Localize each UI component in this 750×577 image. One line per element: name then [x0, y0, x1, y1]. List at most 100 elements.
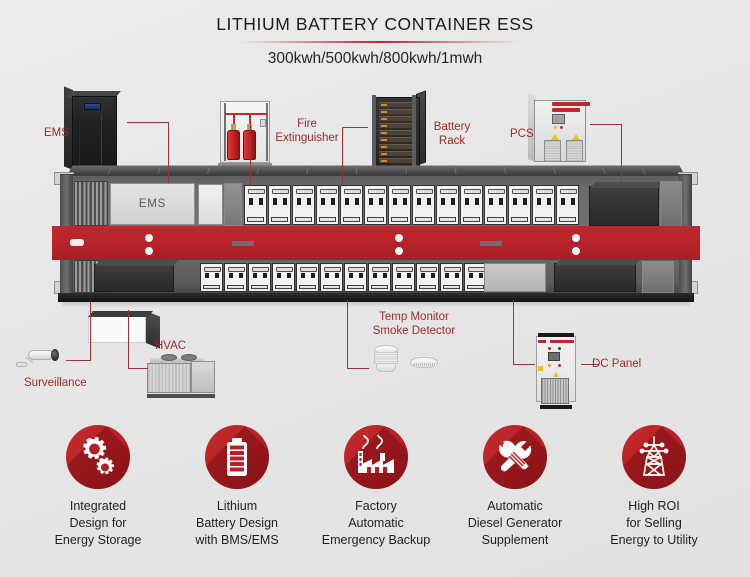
- leader-line-rack-v: [342, 127, 344, 207]
- leader-line-temp-v: [347, 300, 349, 368]
- battery-module: [224, 263, 247, 292]
- container-red-band: [52, 226, 700, 260]
- band-dot: [145, 247, 153, 255]
- battery-module: [268, 185, 291, 225]
- battery-module: [436, 185, 459, 225]
- battery-module: [244, 185, 267, 225]
- leader-line-temp-h: [347, 368, 369, 370]
- title-divider: [240, 41, 520, 43]
- feature-label: Integrated Design for Energy Storage: [54, 499, 142, 547]
- leader-line-dc-h2: [581, 364, 599, 366]
- leader-line-ems: [127, 122, 169, 124]
- battery-module: [296, 263, 319, 292]
- leader-line-hvac-h: [128, 368, 148, 370]
- band-tab: [232, 241, 254, 246]
- leader-line-rack-h: [342, 127, 368, 129]
- battery-icon: [205, 425, 269, 489]
- ems-cabinet-illustration: [64, 86, 126, 176]
- leader-line-surveillance-v: [90, 302, 92, 360]
- battery-container-illustration: EMS: [52, 163, 700, 311]
- hvac-unit-illustration: [143, 352, 223, 398]
- battery-module: [316, 185, 339, 225]
- page-title: LITHIUM BATTERY CONTAINER ESS: [216, 14, 534, 34]
- battery-module: [388, 185, 411, 225]
- band-dot: [572, 234, 580, 242]
- feature-factory-backup[interactable]: Factory Automatic Emergency Backup: [306, 425, 446, 549]
- battery-module: [460, 185, 483, 225]
- battery-module: [368, 263, 391, 292]
- battery-module: [412, 185, 435, 225]
- battery-rack-illustration: [368, 90, 430, 174]
- band-dot: [395, 234, 403, 242]
- upper-right-panel: [660, 181, 682, 227]
- battery-module: [248, 263, 271, 292]
- feature-label: Lithium Battery Design with BMS/EMS: [195, 499, 279, 547]
- callout-battery-rack: Battery Rack: [433, 121, 471, 147]
- feature-lithium-battery[interactable]: Lithium Battery Design with BMS/EMS: [167, 425, 307, 549]
- battery-module: [416, 263, 439, 292]
- louvre-vent-upper: [74, 181, 108, 226]
- callout-hvac: HVAC: [155, 340, 187, 352]
- hvac-indoor-unit: [94, 264, 174, 292]
- leader-line-hvac-v: [128, 310, 130, 368]
- callout-dc-panel: DC Panel: [592, 358, 642, 370]
- lower-right-panel: [642, 261, 674, 293]
- battery-module: [272, 263, 295, 292]
- callout-pcs: PCS: [510, 128, 534, 140]
- upper-gray-divider: [224, 183, 242, 226]
- battery-module: [508, 185, 531, 225]
- leader-line-ems-v: [168, 122, 170, 198]
- surveillance-camera-illustration: [14, 340, 70, 374]
- battery-module: [440, 263, 463, 292]
- container-floor: [58, 293, 694, 302]
- battery-module: [340, 185, 363, 225]
- callout-fire-extinguisher: Fire Extinguisher: [275, 118, 339, 144]
- band-tab: [480, 241, 502, 246]
- smoke-detector-illustration: [368, 343, 444, 377]
- lower-equipment-cabinet: [554, 263, 636, 292]
- battery-module: [344, 263, 367, 292]
- hvac-duct-illustration: [88, 311, 168, 351]
- callout-temp-monitor: Temp Monitor Smoke Detector: [372, 311, 456, 337]
- feature-diesel-generator[interactable]: Automatic Diesel Generator Supplement: [445, 425, 585, 549]
- upper-white-panel: [198, 184, 223, 225]
- leader-line-fire-v: [250, 125, 252, 205]
- lower-gray-cabinet: [484, 263, 546, 292]
- upper-equipment-cabinet: [589, 186, 659, 226]
- gears-icon: [66, 425, 130, 489]
- feature-label: Factory Automatic Emergency Backup: [321, 499, 431, 547]
- leader-line-pcs-v: [621, 124, 623, 202]
- ems-cabinet-display: [84, 103, 101, 110]
- leader-line-pcs-h: [590, 124, 622, 126]
- power-tower-icon: [622, 425, 686, 489]
- tools-icon: [483, 425, 547, 489]
- battery-module: [532, 185, 555, 225]
- band-handle: [70, 239, 84, 246]
- band-dot: [145, 234, 153, 242]
- leader-line-surveillance-h: [66, 360, 91, 362]
- leader-line-dc-h: [513, 364, 535, 366]
- feature-high-roi[interactable]: High ROI for Selling Energy to Utility: [584, 425, 724, 549]
- ems-plate: EMS: [110, 183, 195, 225]
- page-subtitle: 300kwh/500kwh/800kwh/1mwh: [267, 50, 483, 67]
- leader-line-dc-v: [513, 300, 515, 364]
- battery-module: [320, 263, 343, 292]
- battery-module: [464, 263, 487, 292]
- battery-module: [484, 185, 507, 225]
- dc-panel-illustration: [528, 330, 586, 410]
- callout-surveillance: Surveillance: [24, 377, 87, 389]
- battery-module: [292, 185, 315, 225]
- feature-integrated-design[interactable]: Integrated Design for Energy Storage: [28, 425, 168, 549]
- band-dot: [572, 247, 580, 255]
- pcs-cabinet-illustration: [528, 92, 600, 174]
- container-base-shadow: [62, 302, 690, 307]
- battery-module-row-upper: [244, 185, 579, 225]
- battery-module: [364, 185, 387, 225]
- feature-label: High ROI for Selling Energy to Utility: [610, 499, 698, 547]
- callout-ems: EMS: [44, 127, 69, 139]
- battery-module: [556, 185, 579, 225]
- fire-suppression-skid-illustration: [216, 97, 276, 169]
- battery-module: [392, 263, 415, 292]
- factory-icon: [344, 425, 408, 489]
